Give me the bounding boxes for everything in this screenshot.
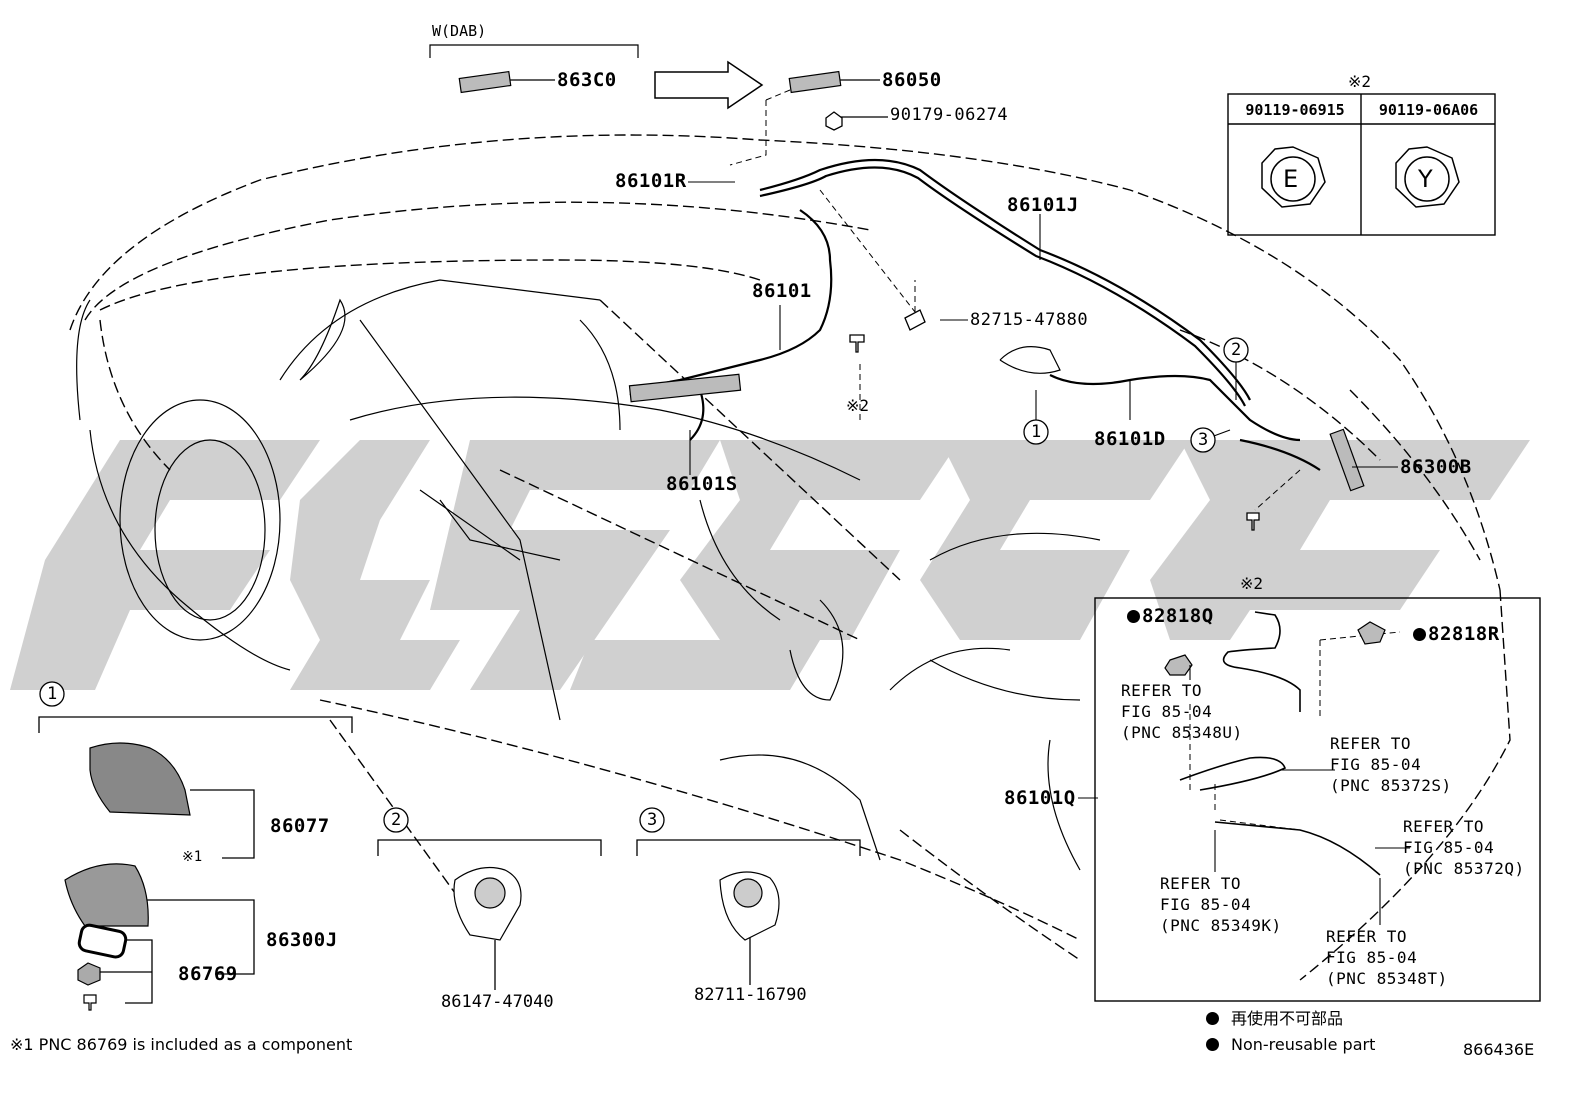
variant-label: W(DAB) (432, 22, 487, 40)
callout-1-kit: 1 (47, 684, 58, 704)
inset-frame (1094, 597, 1541, 1002)
footnote: ※1 PNC 86769 is included as a component (10, 1035, 353, 1054)
variant-bracket (429, 44, 888, 118)
non-reusable-dot-icon (1127, 610, 1140, 623)
kit-part-shapes (64, 742, 780, 1011)
part-86300J[interactable]: 86300J (266, 929, 338, 951)
bolt-part-90119-06A06[interactable]: 90119-06A06 (1378, 101, 1479, 119)
bolt-head-icons (1261, 146, 1460, 208)
part-86050[interactable]: 86050 (882, 69, 942, 91)
fastener-bolts (825, 111, 1260, 531)
part-82818Q[interactable]: 82818Q (1127, 607, 1214, 626)
legend-jp: 再使用不可部品 (1206, 1011, 1343, 1027)
note-mark-kome1: ※1 (182, 849, 203, 865)
part-86101S[interactable]: 86101S (666, 473, 738, 495)
arrow-right-icon (654, 60, 764, 110)
watermark-logo (10, 440, 1530, 690)
bolt-table-frame (1227, 93, 1496, 236)
refer-85372Q: REFER TO FIG 85-04 (PNC 85372Q) (1403, 817, 1525, 878)
diagram-id: 866436E (1463, 1040, 1535, 1059)
refer-85372S: REFER TO FIG 85-04 (PNC 85372S) (1330, 734, 1452, 795)
part-86101R[interactable]: 86101R (615, 170, 687, 192)
bolt-e-icon: E (1283, 165, 1299, 193)
antenna-base (64, 863, 149, 927)
part-82711-16790[interactable]: 82711-16790 (694, 985, 807, 1005)
inset-harness (1179, 611, 1381, 876)
callout-2-kit: 2 (391, 810, 402, 830)
antenna-amp (458, 70, 1365, 492)
leader-lines (688, 181, 1398, 799)
callout-1-main: 1 (1031, 422, 1042, 442)
note-mark-kome2: ※2 (846, 396, 870, 415)
callout-3-kit: 3 (647, 810, 658, 830)
refer-leaders (1189, 665, 1410, 925)
part-82715-47880[interactable]: 82715-47880 (970, 310, 1089, 330)
part-86101D[interactable]: 86101D (1094, 428, 1166, 450)
callout-2-main: 2 (1231, 340, 1242, 360)
refer-85348U: REFER TO FIG 85-04 (PNC 85348U) (1121, 681, 1243, 742)
screw (83, 994, 97, 1011)
part-86101[interactable]: 86101 (752, 280, 812, 302)
non-reusable-dot-icon (1206, 1012, 1219, 1025)
part-86077[interactable]: 86077 (270, 815, 330, 837)
part-86147-47040[interactable]: 86147-47040 (441, 992, 554, 1012)
callout-3-main: 3 (1198, 430, 1209, 450)
refer-85348T: REFER TO FIG 85-04 (PNC 85348T) (1326, 927, 1448, 988)
part-82818R[interactable]: 82818R (1413, 625, 1500, 644)
part-86769[interactable]: 86769 (178, 963, 238, 985)
vehicle-detail-lines (76, 279, 1101, 871)
gasket (77, 923, 128, 959)
part-86101J[interactable]: 86101J (1007, 194, 1079, 216)
bolt-y-icon: Y (1418, 165, 1433, 193)
refer-85349K: REFER TO FIG 85-04 (PNC 85349K) (1160, 874, 1282, 935)
inset-clips (1164, 621, 1386, 676)
non-reusable-dot-icon (1413, 628, 1426, 641)
part-90179-06274[interactable]: 90179-06274 (890, 105, 1009, 125)
part-86300B[interactable]: 86300B (1400, 456, 1472, 478)
nut (77, 962, 101, 986)
legend-en: Non-reusable part (1206, 1037, 1375, 1053)
bolt-table-mark: ※2 (1348, 72, 1372, 91)
non-reusable-dot-icon (1206, 1038, 1219, 1051)
note-mark-kome2-rear: ※2 (1240, 574, 1264, 593)
detail-brackets (38, 716, 861, 1004)
part-86101Q[interactable]: 86101Q (1004, 787, 1076, 809)
dashed-leaders (729, 89, 1401, 831)
bolt-part-90119-06915[interactable]: 90119-06915 (1245, 101, 1345, 119)
part-863C0[interactable]: 863C0 (557, 69, 617, 91)
shark-fin-cover (89, 742, 191, 816)
vehicle-outline (69, 134, 1511, 981)
